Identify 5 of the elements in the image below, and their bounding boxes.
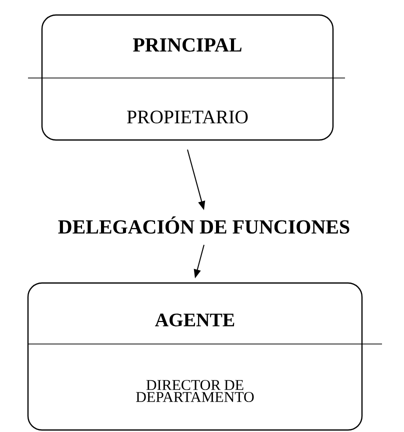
box-text: PROPIETARIO [127,110,248,124]
box-text: DIRECTOR DE DEPARTAMENTO [136,380,254,402]
box-text: AGENTE [155,314,234,326]
box-text: PRINCIPAL [133,38,242,52]
bold-label: DELEGACIÓN DE FUNCIONES [58,216,350,234]
